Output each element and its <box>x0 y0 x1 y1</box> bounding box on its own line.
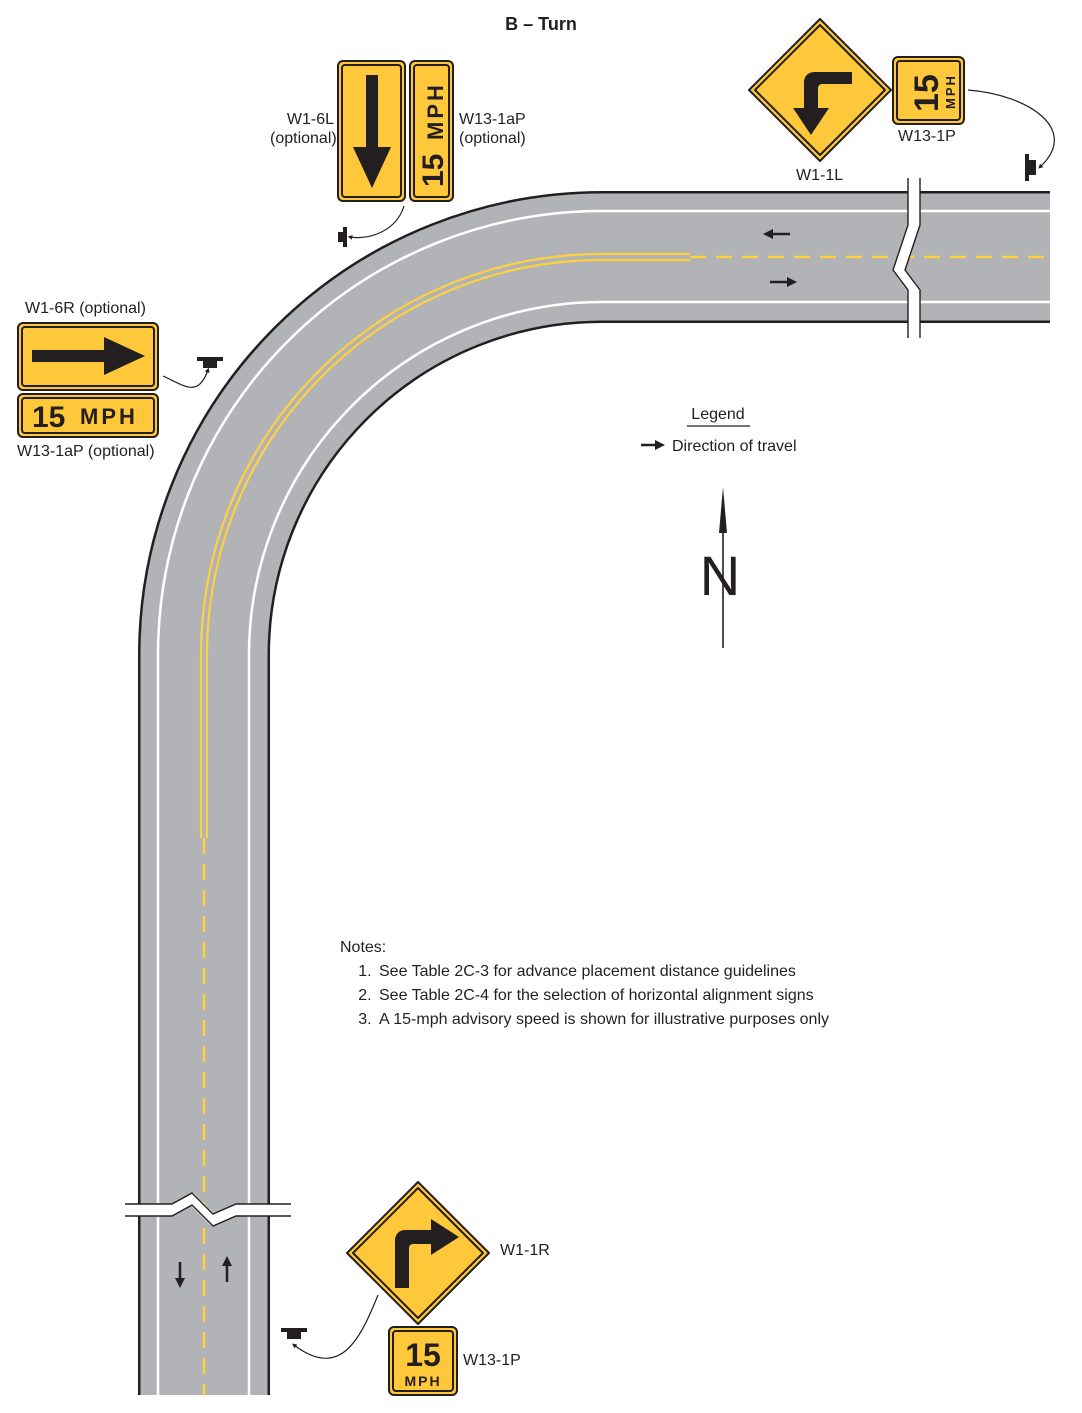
note-item: See Table 2C-3 for advance placement dis… <box>376 960 829 984</box>
sign-w13-1p-bottom: 15 MPH <box>388 1326 458 1396</box>
arrow-down-icon <box>353 75 391 188</box>
label-w1-1l: W1-1L <box>796 167 844 184</box>
sign-w1-6l <box>337 60 406 202</box>
north-arrow-icon: N <box>700 487 740 648</box>
north-letter: N <box>700 544 740 607</box>
w13-1p-bottom-unit: MPH <box>404 1373 441 1389</box>
diagram-title: B – Turn <box>505 14 577 34</box>
leader-w1-6l <box>347 205 405 240</box>
break-line-east <box>892 175 921 340</box>
arrow-right-icon <box>32 337 145 375</box>
w13-1ap-left-speed: 15 <box>32 401 65 434</box>
label-w1-6l-line2: (optional) <box>270 130 337 147</box>
leader-w1-1l <box>967 89 1055 169</box>
sign-post-w1-6l <box>338 227 347 247</box>
sign-post-w1-1l <box>1025 154 1036 181</box>
edge-line-inner <box>247 300 1050 1395</box>
center-line-double-b <box>205 258 690 838</box>
break-line-south <box>124 1192 292 1227</box>
turn-left-arrow-icon <box>793 72 852 135</box>
edge-line-outer <box>156 209 1050 1395</box>
label-w13-1ap-left: W13-1aP (optional) <box>17 443 155 460</box>
w13-1p-top-unit: MPH <box>943 74 958 109</box>
w13-1p-bottom-speed: 15 <box>405 1337 441 1373</box>
notes-heading: Notes: <box>340 939 387 956</box>
w13-1p-top-speed: 15 <box>908 74 946 112</box>
notes: Notes: See Table 2C-3 for advance placem… <box>340 936 829 1032</box>
turn-right-arrow-icon <box>395 1219 459 1288</box>
sign-post-w1-1r <box>281 1328 307 1339</box>
label-w1-6r: W1-6R (optional) <box>25 300 146 317</box>
sign-w13-1ap-top: 15 MPH <box>409 60 454 202</box>
note-item: See Table 2C-4 for the selection of hori… <box>376 984 829 1008</box>
label-w13-1ap-top: W13-1aP (optional) <box>459 110 526 148</box>
w13-1ap-top-unit: MPH <box>423 82 448 140</box>
label-w13-1p-bottom: W13-1P <box>463 1352 521 1369</box>
label-w13-1ap-top-line2: (optional) <box>459 130 526 147</box>
sign-post-w1-6r <box>197 357 223 368</box>
label-w1-6l-line1: W1-6L <box>286 111 334 128</box>
sign-w1-1r <box>346 1181 490 1325</box>
center-line-double-a <box>199 252 690 838</box>
w13-1ap-top-speed: 15 <box>417 154 450 187</box>
sign-w13-1p-top: 15 MPH <box>892 56 965 125</box>
legend: Legend Direction of travel <box>641 406 797 455</box>
label-w13-1p-top: W13-1P <box>898 128 956 145</box>
label-w13-1ap-top-line1: W13-1aP <box>459 111 526 128</box>
sign-w1-1l <box>748 18 892 162</box>
legend-title: Legend <box>691 406 744 423</box>
road <box>124 175 1050 1395</box>
sign-w13-1ap-left: 15 MPH <box>17 393 159 438</box>
note-item: A 15-mph advisory speed is shown for ill… <box>376 1008 829 1032</box>
legend-item: Direction of travel <box>672 438 797 455</box>
sign-w1-6r <box>17 322 159 391</box>
label-w1-6l: W1-6L (optional) <box>270 110 337 148</box>
leader-w1-6r <box>162 367 210 388</box>
notes-list: See Table 2C-3 for advance placement dis… <box>340 960 829 1032</box>
w13-1ap-left-unit: MPH <box>80 404 138 429</box>
leader-w1-1r <box>292 1294 379 1359</box>
label-w1-1r: W1-1R <box>500 1242 550 1259</box>
